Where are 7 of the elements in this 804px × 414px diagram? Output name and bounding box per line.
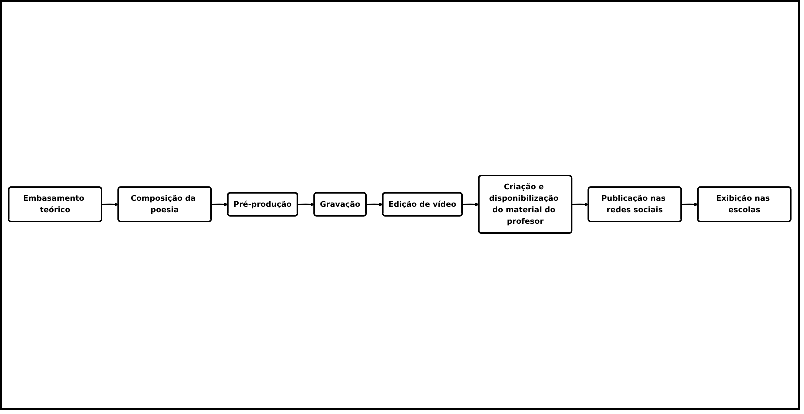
arrow [572,203,590,208]
arrow [212,203,229,208]
arrow [462,203,480,208]
arrow [682,203,699,208]
arrow [366,203,384,208]
arrow [102,203,119,208]
arrow [298,203,315,208]
